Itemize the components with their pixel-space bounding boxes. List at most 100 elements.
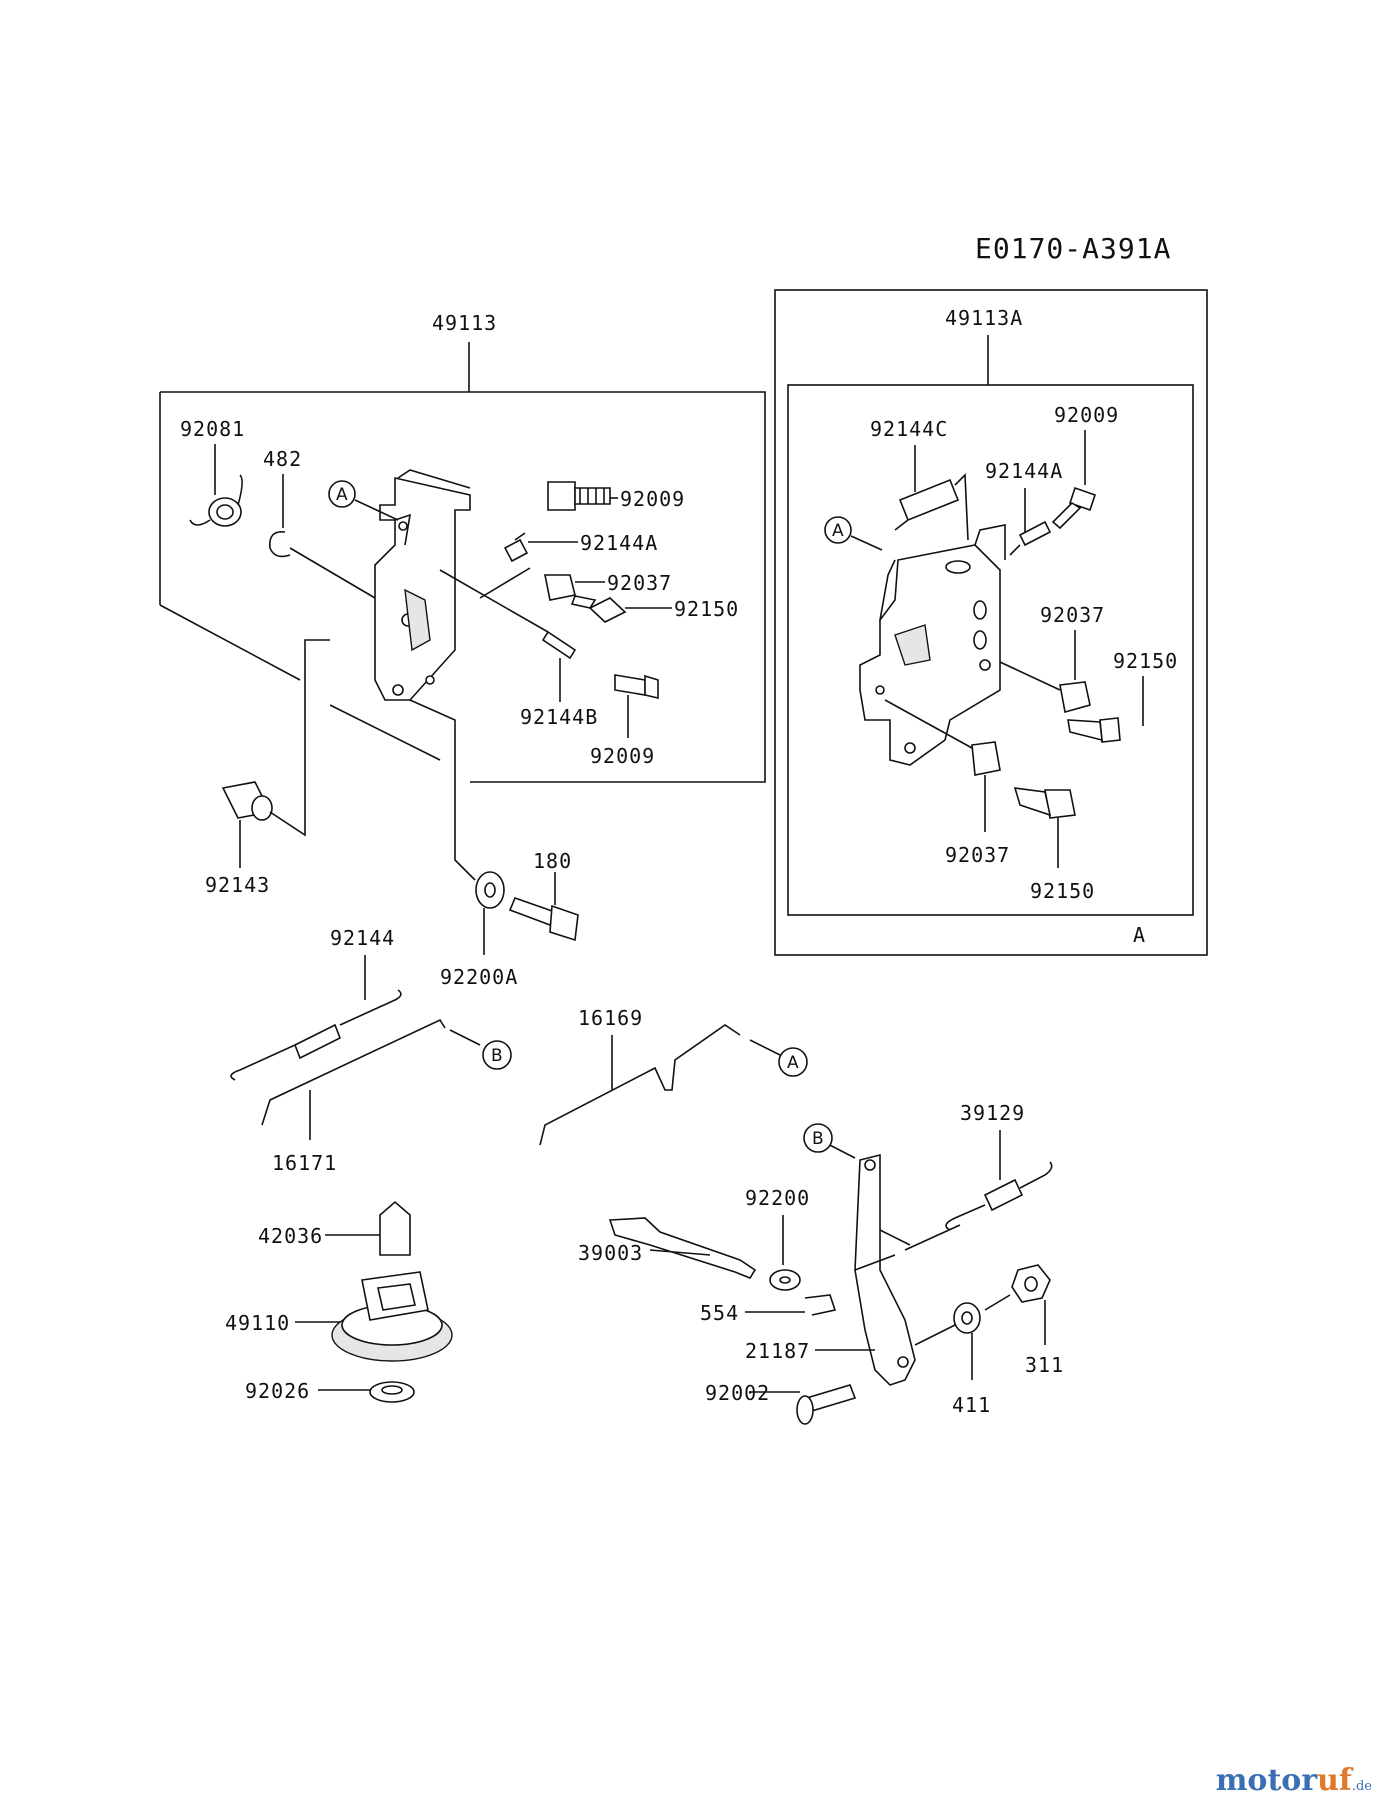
bolt-92150-right-upper-head xyxy=(1099,717,1121,743)
gear-49110-hub-inner xyxy=(377,1283,416,1311)
label-92009-right: 92009 xyxy=(1054,403,1119,427)
part-411: 411 xyxy=(914,1302,990,1417)
bolt-92150-right-lower-shank xyxy=(1013,787,1052,817)
part-92144A-right: 92144A xyxy=(985,459,1062,556)
part-92150-right-upper: 92150 xyxy=(1067,649,1178,743)
plate-hole-r3 xyxy=(904,742,916,754)
part-92037-left: 92037 xyxy=(479,567,671,601)
screw-92009-right-head xyxy=(1068,486,1097,512)
callout-b1-text: B xyxy=(491,1046,503,1066)
label-16171: 16171 xyxy=(272,1151,337,1175)
callout-circle-a3 xyxy=(778,1047,808,1077)
bolt-180-shank xyxy=(508,896,557,927)
screw-92009-threads xyxy=(579,488,605,504)
part-92150-left: 92150 xyxy=(570,595,739,623)
box-a-tag: A xyxy=(1133,923,1146,947)
label-92081: 92081 xyxy=(180,417,245,441)
part-92144A-left: 92144A xyxy=(503,531,657,563)
bolt-92150-left-shank xyxy=(570,595,597,609)
spacer-92143-link xyxy=(269,639,330,837)
brand-watermark: motoruf.de xyxy=(1216,1763,1372,1798)
plate-hole-r2 xyxy=(875,685,885,695)
washer-92026-hole xyxy=(381,1385,403,1395)
part-16171: 16171 xyxy=(261,1018,446,1175)
spring-92144A-right xyxy=(1018,520,1052,547)
label-180: 180 xyxy=(533,849,572,873)
label-92144C: 92144C xyxy=(870,417,948,441)
callout-b-rod: B xyxy=(449,1029,512,1070)
washer-411-hole xyxy=(961,1311,973,1325)
label-92200: 92200 xyxy=(745,1186,810,1210)
spring-39129-wire xyxy=(904,1161,1053,1251)
callout-a1-text: A xyxy=(336,485,348,505)
screw-92009-lower-head xyxy=(644,674,659,700)
callout-a-left: A xyxy=(328,480,399,521)
pin-42036 xyxy=(379,1200,411,1256)
rod-16169 xyxy=(539,1024,741,1146)
brand-suffix: .de xyxy=(1351,1779,1372,1794)
part-92143: 92143 xyxy=(205,639,330,897)
plate-slot-3 xyxy=(973,630,987,650)
label-92037-right-lower: 92037 xyxy=(945,843,1010,867)
plate-lip-right xyxy=(974,524,1006,560)
plate-lip-left xyxy=(397,469,471,489)
part-92009-right: 92009 xyxy=(1051,403,1119,530)
callout-a1-leader xyxy=(354,499,399,521)
plate-slot-1 xyxy=(945,560,971,574)
part-92144B: 92144B xyxy=(439,569,597,729)
nut-311-hole xyxy=(1024,1276,1038,1292)
part-16169: 16169 A xyxy=(539,1006,808,1146)
label-39003: 39003 xyxy=(578,1241,643,1265)
plate-body-right xyxy=(859,544,1001,766)
spring-92144-coil xyxy=(293,1023,342,1060)
clip-92037-left xyxy=(544,574,576,601)
pin-554 xyxy=(804,1294,837,1316)
callout-a2-leader xyxy=(850,535,883,551)
frame-49113-diag xyxy=(159,604,301,681)
bolt-92150-left-head xyxy=(588,597,627,623)
callout-circle-b1 xyxy=(482,1040,512,1070)
lever-link-39129 xyxy=(879,1229,911,1246)
lever-21187-crease xyxy=(854,1254,896,1271)
part-92026: 92026 xyxy=(245,1379,415,1403)
part-92200A-180: 92200A 180 xyxy=(440,849,579,989)
callout-b1-leader xyxy=(449,1029,481,1046)
plate-hole-2 xyxy=(392,684,404,696)
callout-a-right: A xyxy=(824,516,883,551)
part-49110: 49110 xyxy=(225,1271,453,1362)
spring-92144B-hook xyxy=(439,569,549,633)
label-92150-right-upper: 92150 xyxy=(1113,649,1178,673)
assembly-49113-group: 49113 xyxy=(159,311,766,783)
spring-92144C xyxy=(898,478,960,522)
spring-92144A-left xyxy=(503,532,529,563)
part-92002: 92002 xyxy=(705,1381,857,1425)
screw-92009-right-shank xyxy=(1051,501,1082,530)
brand-part2: uf xyxy=(1317,1763,1352,1798)
part-311: 311 xyxy=(984,1264,1063,1377)
rod-16171 xyxy=(261,1018,446,1126)
label-482: 482 xyxy=(263,447,302,471)
label-92150-left: 92150 xyxy=(674,597,739,621)
part-92144: 92144 xyxy=(230,926,402,1081)
washer-92200-hole xyxy=(779,1276,791,1284)
spacer-92143-end xyxy=(251,795,273,821)
plate-hole-3 xyxy=(425,675,435,685)
callout-a3-leader xyxy=(749,1039,781,1056)
part-92150-right-lower: 92150 xyxy=(1013,787,1094,903)
label-49113: 49113 xyxy=(432,311,497,335)
label-39129: 39129 xyxy=(960,1101,1025,1125)
box-a-outer xyxy=(774,289,1208,956)
part-92200: 92200 xyxy=(745,1186,810,1291)
callout-circle-a2 xyxy=(824,516,852,544)
clip-482 xyxy=(268,531,291,558)
label-49110: 49110 xyxy=(225,1311,290,1335)
lever-21187-pivot xyxy=(897,1356,909,1368)
shaft-39003 xyxy=(608,1217,757,1279)
leader-39003 xyxy=(649,1249,711,1256)
spring-39129-coil xyxy=(983,1178,1024,1212)
screw-92009-head xyxy=(547,481,576,511)
brand-part1: motor xyxy=(1215,1763,1318,1798)
spring-92144C-hooks xyxy=(894,473,969,541)
callout-circle-a1 xyxy=(328,480,356,508)
